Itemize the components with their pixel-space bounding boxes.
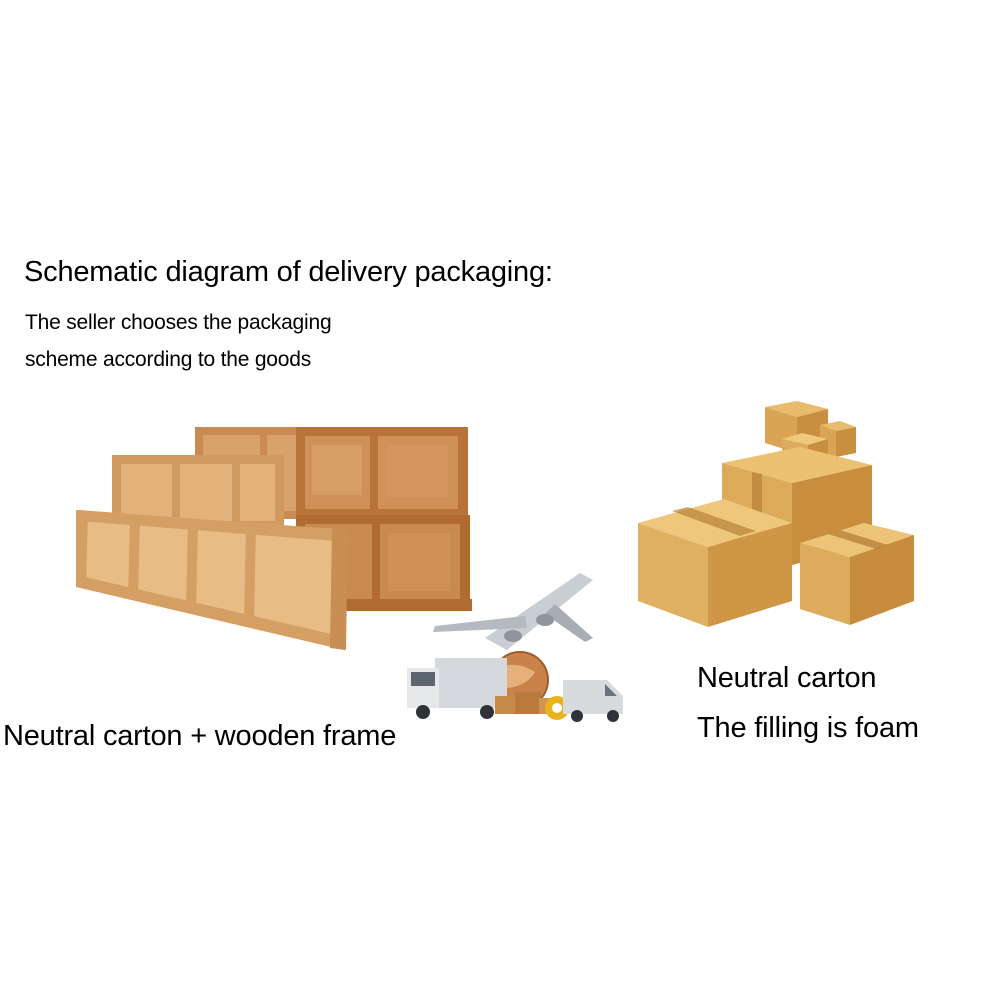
subtitle-line-2: scheme according to the goods (25, 348, 312, 371)
cardboard-cartons-image (638, 401, 914, 627)
middle-crate (112, 455, 284, 531)
subtitle-line-1: The seller chooses the packaging (25, 311, 332, 334)
logistics-transport-image (407, 573, 623, 722)
wooden-crates-image (76, 427, 472, 650)
airplane-icon (433, 573, 593, 650)
page-title: Schematic diagram of delivery packaging: (24, 256, 553, 288)
wooden-frame-caption: Neutral carton + wooden frame (3, 720, 397, 752)
left-carton (638, 499, 792, 627)
right-carton (800, 523, 914, 625)
foam-filling-caption: The filling is foam (697, 712, 919, 744)
right-crate-upper (296, 427, 468, 519)
carton-caption: Neutral carton (697, 662, 877, 694)
front-crate (76, 510, 348, 650)
truck-icon (407, 658, 507, 719)
van-icon (563, 680, 623, 722)
